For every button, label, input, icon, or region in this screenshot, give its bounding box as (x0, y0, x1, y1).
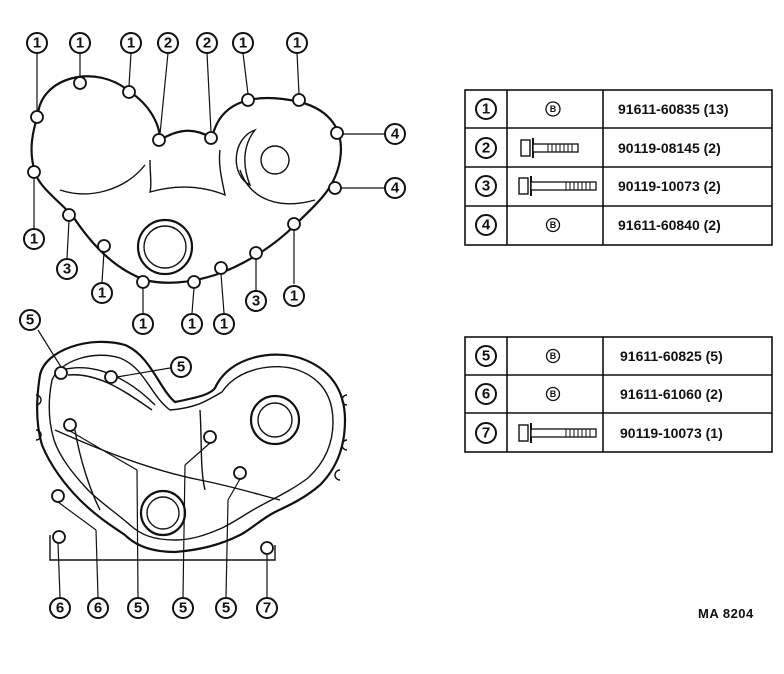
svg-text:91611-60825 (5): 91611-60825 (5) (620, 348, 723, 364)
lower-callout-5c: 5 (127, 597, 149, 619)
bolt-table-bottom: 5 B 91611-60825 (5) 6 B 91611-61060 (2) … (464, 336, 773, 453)
table-row: 1 B 91611-60835 (13) (475, 98, 729, 120)
lower-callout-5a: 5 (19, 309, 41, 331)
table-row: 3 90119-10073 (2) (475, 175, 721, 197)
svg-text:90119-08145 (2): 90119-08145 (2) (618, 140, 721, 156)
lower-timing-cover: 5 5 6 6 5 5 5 7 (19, 309, 348, 619)
upper-callout-4a: 4 (384, 123, 406, 145)
upper-callout-1i: 1 (181, 313, 203, 335)
upper-callout-2a: 2 (157, 32, 179, 54)
bolt-table-top: 1 B 91611-60835 (13) 2 90119-08145 (2) 3 (464, 89, 773, 246)
upper-callout-1j: 1 (213, 313, 235, 335)
svg-text:91611-60835 (13): 91611-60835 (13) (618, 101, 729, 117)
svg-text:90119-10073 (2): 90119-10073 (2) (618, 178, 721, 194)
svg-text:6: 6 (56, 600, 64, 617)
upper-callout-1f: 1 (23, 228, 45, 250)
upper-callout-1e: 1 (286, 32, 308, 54)
svg-text:B: B (550, 389, 557, 399)
svg-text:B: B (550, 220, 557, 230)
lower-crank-seal-outer (139, 489, 187, 537)
svg-text:4: 4 (482, 217, 491, 234)
svg-text:5: 5 (177, 359, 185, 376)
upper-callout-1d: 1 (232, 32, 254, 54)
upper-callout-1c: 1 (120, 32, 142, 54)
svg-text:1: 1 (482, 101, 490, 118)
svg-text:5: 5 (482, 348, 490, 365)
svg-text:5: 5 (222, 600, 230, 617)
svg-text:1: 1 (290, 288, 298, 305)
svg-text:7: 7 (263, 600, 271, 617)
svg-text:1: 1 (30, 231, 38, 248)
washer-bolt-icon: B (545, 101, 561, 117)
svg-text:6: 6 (482, 386, 490, 403)
svg-text:91611-61060 (2): 91611-61060 (2) (620, 386, 723, 402)
lower-cam-seal-outer (249, 394, 301, 446)
svg-text:1: 1 (293, 35, 301, 52)
svg-text:6: 6 (94, 600, 102, 617)
upper-callout-1h: 1 (132, 313, 154, 335)
lower-crank-seal-inner (146, 496, 180, 530)
upper-timing-cover: 1 1 1 2 2 1 1 4 4 1 3 1 1 1 1 1 3 (23, 32, 406, 335)
lower-callout-5d: 5 (172, 597, 194, 619)
washer-bolt-icon: B (545, 348, 561, 364)
svg-text:B: B (550, 351, 557, 361)
table-row: 4 B 91611-60840 (2) (475, 214, 721, 236)
flange-bolt-long-icon (518, 423, 597, 443)
svg-text:4: 4 (391, 126, 400, 143)
svg-text:4: 4 (391, 180, 400, 197)
diagram-code-label: MA 8204 (698, 606, 754, 621)
table-row: 6 B 91611-61060 (2) (475, 383, 723, 405)
lower-callout-6b: 6 (87, 597, 109, 619)
svg-text:2: 2 (164, 35, 172, 52)
lower-cover-outline (36, 340, 347, 554)
svg-text:3: 3 (482, 178, 490, 195)
svg-text:3: 3 (252, 293, 260, 310)
cam-pulley-hole (260, 145, 290, 175)
cover-window (235, 128, 258, 187)
svg-text:7: 7 (482, 425, 490, 442)
svg-text:1: 1 (33, 35, 41, 52)
upper-callout-1g: 1 (91, 282, 113, 304)
upper-callout-1k: 1 (283, 285, 305, 307)
svg-text:1: 1 (188, 316, 196, 333)
svg-text:5: 5 (134, 600, 142, 617)
flange-bolt-short-icon (520, 138, 579, 158)
svg-text:1: 1 (76, 35, 84, 52)
svg-text:1: 1 (98, 285, 106, 302)
lower-callout-6a: 6 (49, 597, 71, 619)
crank-seal-inner (143, 225, 187, 269)
lower-callout-5e: 5 (215, 597, 237, 619)
svg-text:1: 1 (239, 35, 247, 52)
lower-callout-5b: 5 (170, 356, 192, 378)
svg-text:2: 2 (203, 35, 211, 52)
upper-callout-4b: 4 (384, 177, 406, 199)
table-row: 2 90119-08145 (2) (475, 137, 721, 159)
upper-callout-1a: 1 (26, 32, 48, 54)
svg-text:5: 5 (26, 312, 34, 329)
svg-text:1: 1 (220, 316, 228, 333)
washer-bolt-icon: B (545, 386, 561, 402)
table-row: 7 90119-10073 (1) (475, 422, 723, 444)
svg-text:3: 3 (63, 261, 71, 278)
upper-cover-inner-rib (59, 149, 226, 197)
lower-cam-seal-inner (257, 402, 293, 438)
crank-seal-outer (136, 218, 194, 276)
washer-bolt-icon: B (545, 217, 561, 233)
upper-callout-3a: 3 (56, 258, 78, 280)
lower-cover-gasket-line (48, 354, 334, 541)
svg-text:91611-60840 (2): 91611-60840 (2) (618, 217, 721, 233)
svg-text:5: 5 (179, 600, 187, 617)
svg-text:2: 2 (482, 140, 490, 157)
flange-bolt-long-icon (518, 176, 597, 196)
svg-text:B: B (550, 104, 557, 114)
upper-callout-2b: 2 (196, 32, 218, 54)
upper-callout-1b: 1 (69, 32, 91, 54)
upper-callout-3b: 3 (245, 290, 267, 312)
lower-callout-7: 7 (256, 597, 278, 619)
table-row: 5 B 91611-60825 (5) (475, 345, 723, 367)
svg-text:1: 1 (127, 35, 135, 52)
svg-text:90119-10073 (1): 90119-10073 (1) (620, 425, 723, 441)
svg-text:1: 1 (139, 316, 147, 333)
